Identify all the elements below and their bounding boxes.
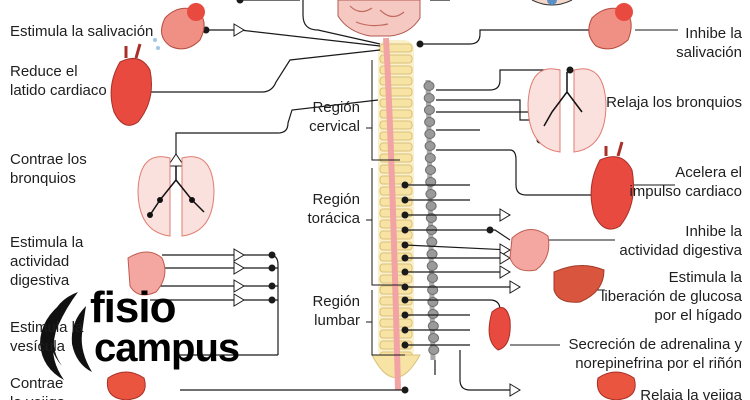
- ganglion: [427, 297, 439, 307]
- cord-node: [401, 296, 409, 304]
- cord-node: [401, 254, 409, 262]
- label-relax-bronchi: Relaja los bronquios: [606, 94, 742, 111]
- label-region-cervical: Región cervical: [309, 99, 360, 135]
- vertebra: [379, 131, 413, 141]
- vertebra: [379, 109, 413, 119]
- label-inhibit-salivation: Inhibe la salivación: [676, 25, 742, 61]
- cord-node: [401, 386, 409, 394]
- logo-word-campus: campus: [94, 326, 240, 370]
- region-brackets: [366, 60, 405, 356]
- ganglion: [423, 105, 435, 115]
- label-stimulate-salivation: Estimula la salivación: [10, 23, 154, 40]
- vertebra: [379, 142, 413, 152]
- spinal-cord: [383, 37, 401, 391]
- label-accelerate-heart: Acelera el impulso cardiaco: [629, 164, 742, 200]
- ganglion: [424, 153, 436, 163]
- fisiocampus-logo-mark: [40, 292, 92, 380]
- cord-nodes: [401, 181, 409, 394]
- ganglion: [426, 237, 438, 247]
- stomach-illustration-left: [127, 251, 166, 296]
- vertebra: [379, 153, 413, 163]
- kidney-illustration-right: [488, 307, 511, 351]
- heart-illustration-right: [590, 141, 634, 230]
- salivary-gland-illustration-right: [588, 3, 633, 50]
- label-adrenaline-secretion: Secreción de adrenalina y norepinefrina …: [568, 336, 742, 372]
- cord-node: [401, 283, 409, 291]
- ganglion: [427, 321, 439, 331]
- label-stimulate-digestion: Estimula la actividad digestiva: [10, 234, 84, 289]
- ganglion: [426, 249, 438, 259]
- cord-node: [401, 196, 409, 204]
- cord-node: [401, 211, 409, 219]
- label-glucose-release: Estimula la liberación de glucosa por el…: [601, 269, 742, 324]
- ganglion: [428, 345, 440, 355]
- ganglion: [428, 333, 440, 343]
- cord-node: [401, 341, 409, 349]
- stomach-illustration-right: [509, 229, 550, 272]
- ganglion: [424, 141, 436, 151]
- ganglion: [425, 189, 437, 199]
- sympathetic-chain: [423, 79, 440, 361]
- label-relax-bladder: Relaja la vejiga: [640, 387, 742, 400]
- vertebra: [379, 186, 413, 196]
- vertebra: [379, 87, 413, 97]
- lungs-illustration-right: [527, 68, 607, 153]
- ganglion: [424, 117, 436, 127]
- ganglion: [425, 177, 437, 187]
- cord-node: [401, 241, 409, 249]
- ganglion: [425, 201, 437, 211]
- bladder-illustration-left: [106, 371, 146, 400]
- label-inhibit-digestion: Inhibe la actividad digestiva: [619, 223, 742, 259]
- salivary-gland-illustration: [153, 3, 205, 50]
- vertebra: [379, 120, 413, 130]
- ganglion: [423, 93, 435, 103]
- ganglion: [426, 273, 438, 283]
- ganglion: [426, 261, 438, 271]
- vertebra: [379, 164, 413, 174]
- label-contract-bronchi: Contrae los bronquios: [10, 151, 87, 187]
- ganglion: [427, 309, 439, 319]
- ganglion: [424, 129, 436, 139]
- ganglion: [423, 81, 435, 91]
- label-region-lumbar: Región lumbar: [312, 293, 360, 329]
- heart-illustration-left: [110, 43, 152, 126]
- cord-node: [401, 226, 409, 234]
- label-reduce-heart-rate: Reduce el latido cardiaco: [10, 63, 107, 99]
- logo-word-fisio: fisio: [90, 283, 176, 332]
- cord-node: [401, 268, 409, 276]
- brain-illustration: [337, 0, 421, 37]
- liver-illustration-right: [553, 265, 605, 303]
- cord-node: [401, 181, 409, 189]
- cord-node: [401, 326, 409, 334]
- ganglion: [427, 285, 439, 295]
- bladder-illustration-right: [596, 371, 636, 400]
- sympathetic-wiring: [404, 0, 605, 391]
- ganglion: [425, 165, 437, 175]
- cord-node: [401, 311, 409, 319]
- vertebra: [379, 76, 413, 86]
- vertebra: [379, 98, 413, 108]
- eye-illustration-right: [531, 0, 573, 6]
- label-stimulate-bladder: Estimula la vesícula: [10, 319, 84, 355]
- ganglion: [425, 213, 437, 223]
- label-region-thoracic: Región torácica: [307, 191, 360, 227]
- fisiocampus-logo: fisio campus: [90, 283, 240, 370]
- lungs-illustration-left: [137, 156, 215, 237]
- label-contract-bladder: Contrae la vejiga: [10, 375, 65, 400]
